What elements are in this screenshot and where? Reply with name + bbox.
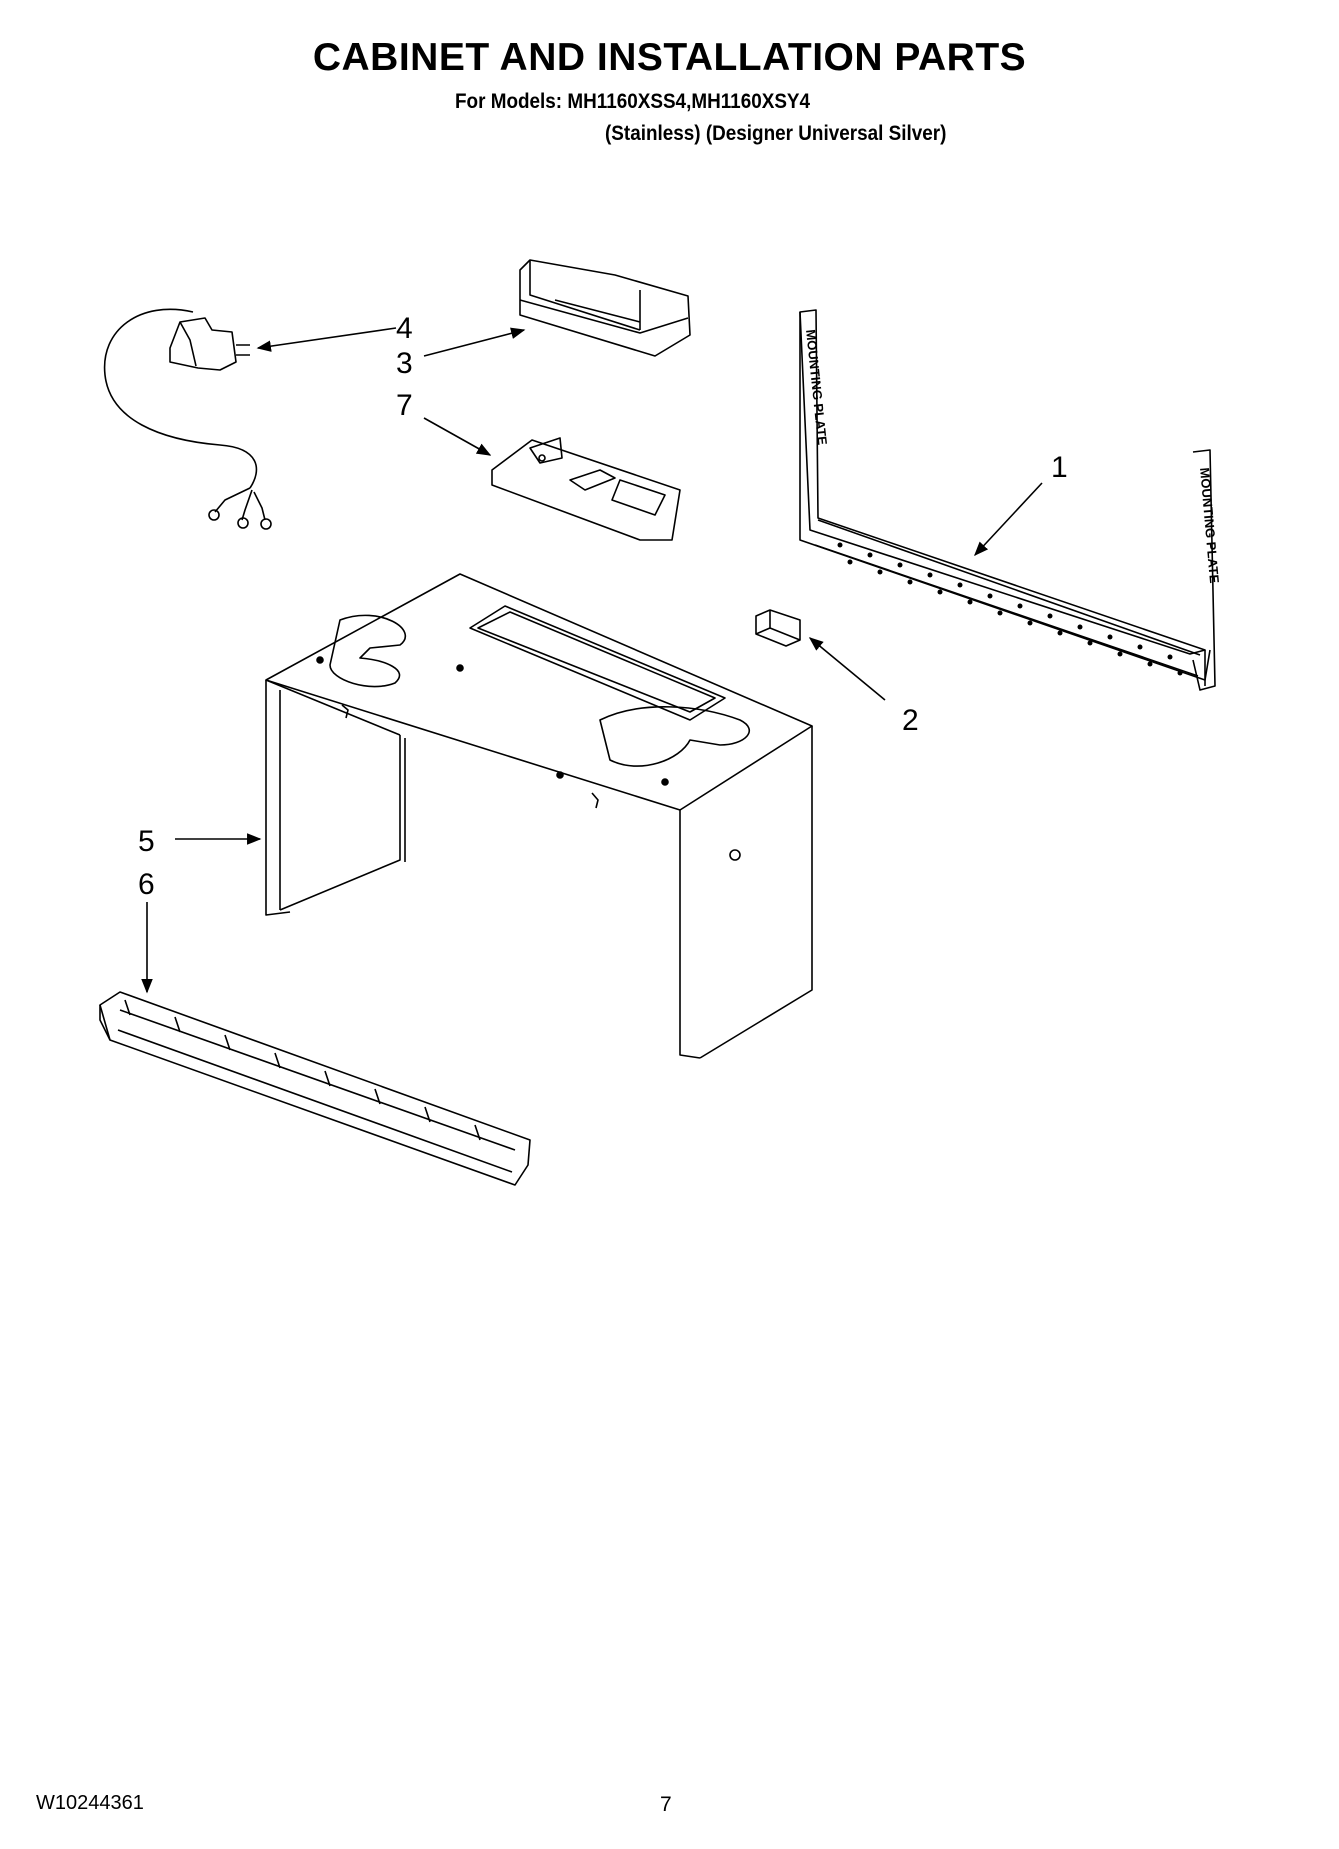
models-line: For Models: MH1160XSS4,MH1160XSY4 — [455, 90, 811, 113]
leader-line-2 — [808, 637, 886, 701]
callout-2: 2 — [902, 704, 919, 737]
callout-6: 6 — [138, 868, 155, 901]
variants-line: (Stainless) (Designer Universal Silver) — [605, 122, 947, 145]
cabinet-wrapper-part — [265, 573, 813, 1059]
exhaust-duct-part — [519, 259, 691, 357]
callout-4: 4 — [396, 312, 413, 345]
leader-line-1 — [974, 482, 1043, 557]
mounting-plate-holes — [837, 542, 1183, 676]
callout-5: 5 — [138, 825, 155, 858]
mounting-plate-label-left: MOUNTING PLATE — [803, 329, 830, 446]
page-number: 7 — [660, 1793, 672, 1816]
mounting-plate-part — [799, 309, 1216, 691]
leader-line-4 — [256, 327, 397, 352]
cover-plate-part — [491, 437, 681, 541]
document-number: W10244361 — [36, 1792, 144, 1814]
leader-line-3 — [423, 327, 526, 357]
page-title: CABINET AND INSTALLATION PARTS — [312, 36, 1027, 79]
bracket-part — [755, 609, 801, 647]
callout-1: 1 — [1051, 451, 1068, 484]
leader-line-7 — [423, 417, 492, 456]
mounting-plate-label-right: MOUNTING PLATE — [1197, 467, 1222, 584]
vent-grille-part — [99, 991, 531, 1186]
power-cord-part — [103, 308, 272, 530]
callout-7: 7 — [396, 389, 413, 422]
callout-3: 3 — [396, 347, 413, 380]
